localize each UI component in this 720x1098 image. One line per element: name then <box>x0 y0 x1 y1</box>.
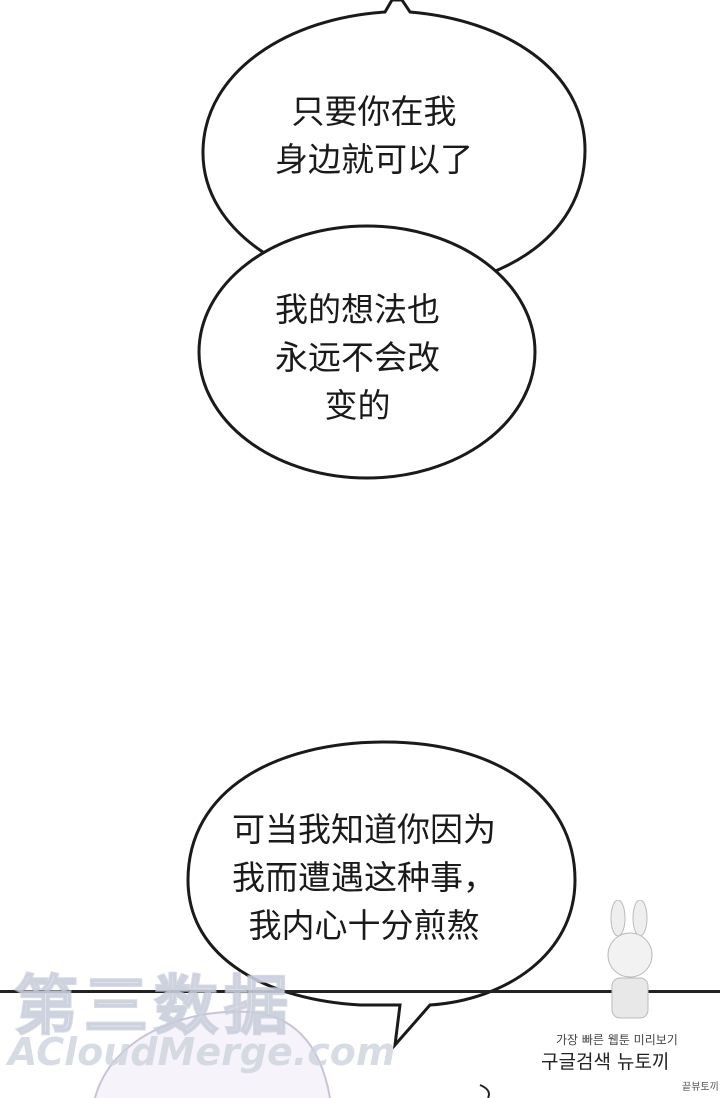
character-hair-outline <box>94 1010 331 1098</box>
watermark-korean-line-1: 가장 빠른 웹툰 미리보기 <box>556 1033 678 1047</box>
bubble-3-line-1: 可当我知道你因为 <box>232 810 496 849</box>
bubble-3-line-2: 我而遭遇这种事， <box>232 858 496 897</box>
speech-bubble-2 <box>197 224 537 480</box>
character-hair-strand <box>479 1084 490 1098</box>
watermark-korean-line-2: 구글검색 뉴토끼 <box>541 1051 670 1073</box>
bubble-3-text: 可当我知道你因为 我而遭遇这种事， 我内心十分煎熬 <box>232 806 496 950</box>
bubble-1-line-1: 只要你在我 <box>291 92 457 131</box>
watermark-english: ACloudMerge.com <box>8 1030 396 1074</box>
bubble-2-text: 我的想法也 永远不会改 变的 <box>275 286 440 430</box>
bubble-2-line-3: 变的 <box>324 386 391 425</box>
bubble-1-text: 只要你在我 身边就可以了 <box>275 88 473 184</box>
watermark-small-tag: 끝뷰토끼 <box>682 1082 719 1093</box>
watermark-chinese: 第三数据 <box>13 969 294 1045</box>
bubble-2-line-2: 永远不会改 <box>275 338 440 377</box>
panel-border-line <box>0 990 720 993</box>
bubble-1-line-2: 身边就可以了 <box>275 140 473 179</box>
bubble-2-line-1: 我的想法也 <box>275 290 440 329</box>
bubble-3-line-3: 我内心十分煎熬 <box>248 906 480 945</box>
bunny-mascot-icon <box>607 900 653 1019</box>
speech-bubble-3 <box>186 740 577 1050</box>
